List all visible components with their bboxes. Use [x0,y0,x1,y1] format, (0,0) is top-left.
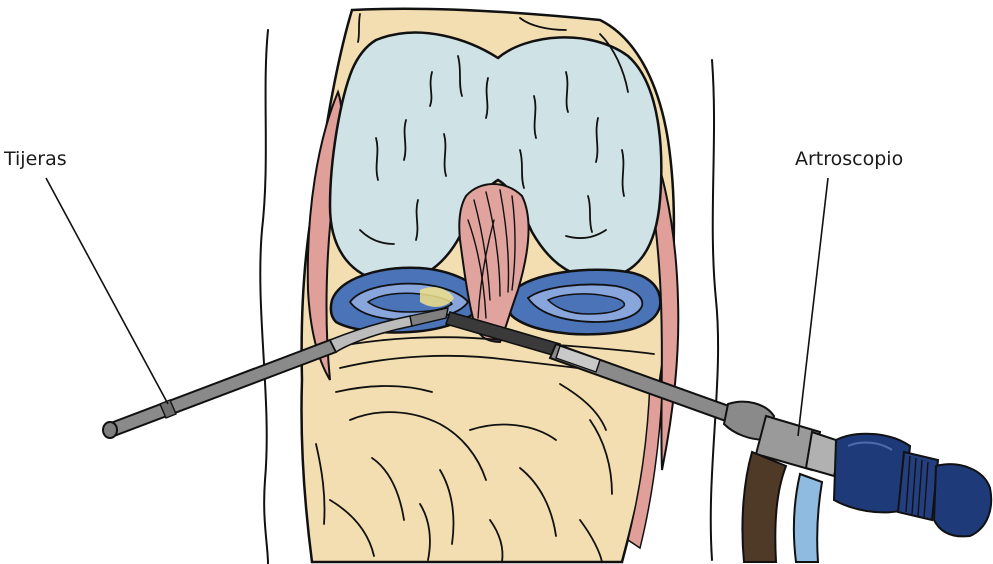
tijeras-label: Tijeras [4,150,67,169]
tijeras-leader-line [46,178,168,404]
artroscopio-label: Artroscopio [795,150,903,169]
artroscopio-leader-line [798,178,828,436]
